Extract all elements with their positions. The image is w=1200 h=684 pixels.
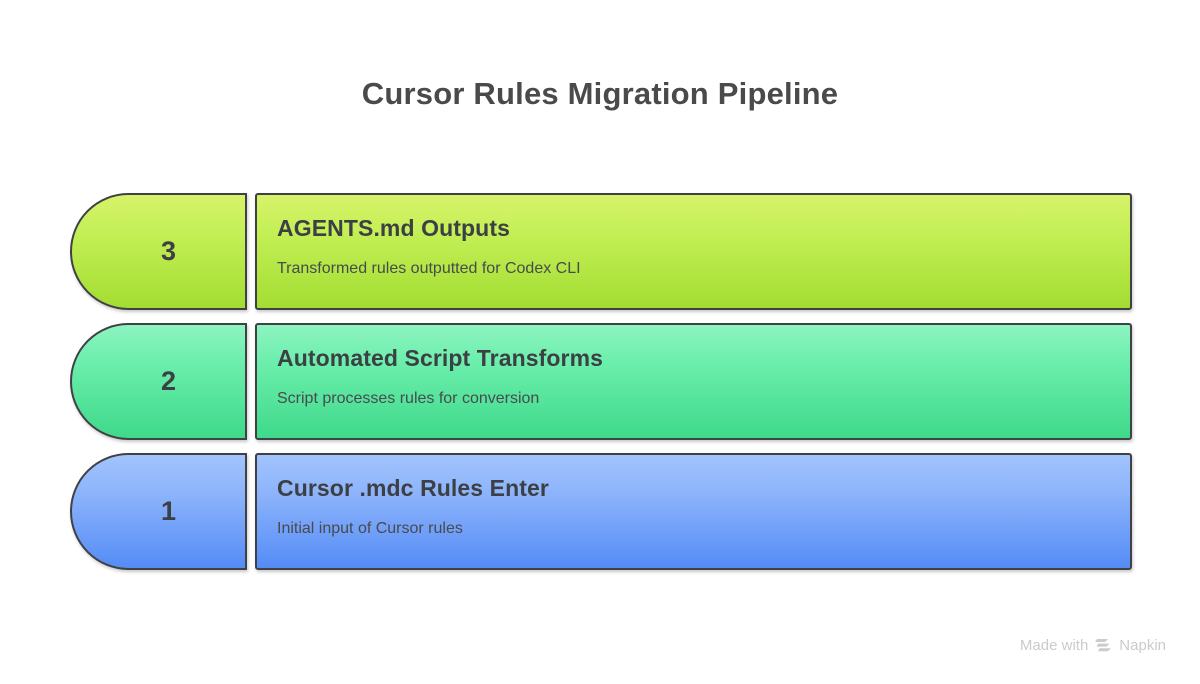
step-content-1: Cursor .mdc Rules Enter Initial input of… — [255, 453, 1132, 570]
page-title: Cursor Rules Migration Pipeline — [361, 76, 839, 111]
napkin-stack-icon — [1095, 638, 1112, 653]
pipeline-steps: 3 AGENTS.md Outputs Transformed rules ou… — [70, 193, 1132, 570]
watermark: Made with Napkin — [1020, 637, 1166, 654]
pipeline-step-3[interactable]: 3 AGENTS.md Outputs Transformed rules ou… — [70, 193, 1132, 310]
step-content-3: AGENTS.md Outputs Transformed rules outp… — [255, 193, 1132, 310]
step-number-badge-1: 1 — [70, 453, 247, 570]
step-number-label: 2 — [160, 366, 177, 396]
step-description: Script processes rules for conversion — [277, 390, 540, 408]
pipeline-step-1[interactable]: 1 Cursor .mdc Rules Enter Initial input … — [70, 453, 1132, 570]
watermark-prefix: Made with — [1019, 637, 1089, 654]
step-description: Transformed rules outputted for Codex CL… — [277, 260, 581, 278]
step-number-badge-3: 3 — [70, 193, 247, 310]
pipeline-step-2[interactable]: 2 Automated Script Transforms Script pro… — [70, 323, 1132, 440]
step-description: Initial input of Cursor rules — [277, 520, 463, 538]
step-number-badge-2: 2 — [70, 323, 247, 440]
step-content-2: Automated Script Transforms Script proce… — [255, 323, 1132, 440]
step-title: Automated Script Transforms — [277, 345, 604, 371]
step-number-label: 1 — [160, 496, 177, 526]
watermark-brand: Napkin — [1119, 637, 1166, 654]
step-title: Cursor .mdc Rules Enter — [277, 475, 549, 501]
step-number-label: 3 — [160, 236, 177, 266]
step-title: AGENTS.md Outputs — [277, 215, 510, 241]
